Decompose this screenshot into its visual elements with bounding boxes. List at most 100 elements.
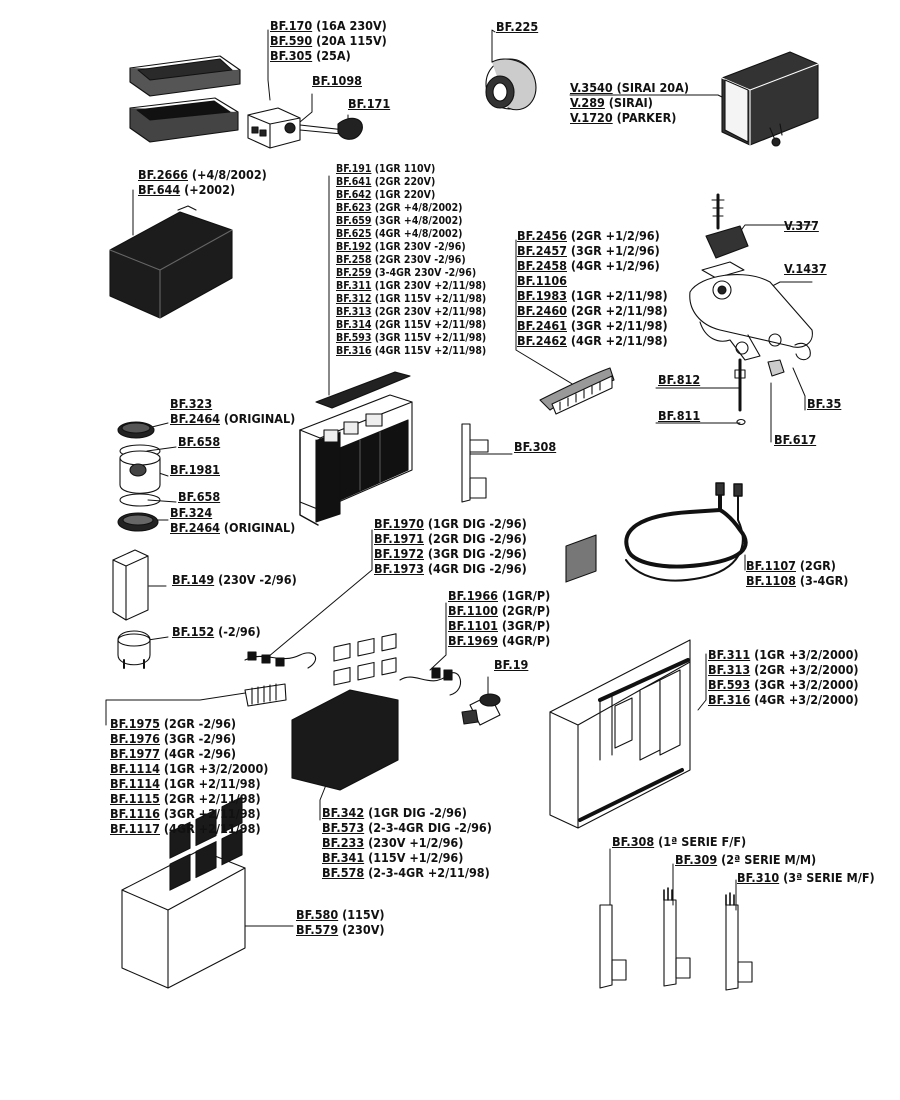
part-code: BF.312 bbox=[336, 293, 372, 305]
part-description: (3GR +3/2/2000) bbox=[750, 677, 859, 692]
part-label-row: BF.191 (1GR 110V) bbox=[336, 163, 486, 176]
part-code: BF.311 bbox=[336, 280, 372, 292]
part-code: BF.35 bbox=[807, 396, 842, 411]
part-description: (3GR +2/11/98) bbox=[567, 318, 668, 333]
boiler-cap-drawing bbox=[485, 58, 537, 111]
part-label-row: BF.308 bbox=[514, 439, 556, 454]
part-label-row: BF.593 (3GR 115V +2/11/98) bbox=[336, 332, 486, 345]
part-description: (1GR +3/2/2000) bbox=[750, 647, 859, 662]
part-description: (2GR) bbox=[796, 558, 836, 573]
part-label-row: BF.19 bbox=[494, 657, 528, 672]
part-label-row: BF.1116 (3GR +2/11/98) bbox=[110, 806, 268, 821]
part-label-row: BF.1972 (3GR DIG -2/96) bbox=[374, 546, 527, 561]
part-label-row: BF.1106 bbox=[517, 273, 668, 288]
part-label-row: BF.1115 (2GR +2/11/98) bbox=[110, 791, 268, 806]
part-description: (1ª SERIE F/F) bbox=[654, 834, 747, 849]
part-description: (+4/8/2002) bbox=[188, 167, 267, 182]
part-description: (4GR/P) bbox=[498, 633, 551, 648]
part-code: BF.573 bbox=[322, 820, 365, 835]
part-code: BF.316 bbox=[708, 692, 751, 707]
label-group: V.377 bbox=[784, 218, 819, 233]
part-code: BF.1973 bbox=[374, 561, 424, 576]
part-code: BF.2457 bbox=[517, 243, 567, 258]
part-code: BF.1116 bbox=[110, 806, 160, 821]
label-group: BF.342 (1GR DIG -2/96)BF.573 (2-3-4GR DI… bbox=[322, 805, 492, 880]
part-label-row: BF.316 (4GR 115V +2/11/98) bbox=[336, 345, 486, 358]
part-code: BF.1106 bbox=[517, 273, 567, 288]
part-description: (1GR 220V) bbox=[371, 189, 436, 201]
part-description: (2-3-4GR DIG -2/96) bbox=[364, 820, 492, 835]
control-board-drawing bbox=[549, 534, 691, 829]
part-code: BF.1100 bbox=[448, 603, 498, 618]
part-description: (2-3-4GR +2/11/98) bbox=[364, 865, 490, 880]
part-description: (+2002) bbox=[180, 182, 236, 197]
part-description: (2GR +4/8/2002) bbox=[371, 202, 463, 214]
part-code: V.1720 bbox=[570, 110, 613, 125]
part-code: BF.324 bbox=[170, 505, 213, 520]
part-label-row: BF.259 (3-4GR 230V -2/96) bbox=[336, 267, 486, 280]
part-description: (3-4GR) bbox=[796, 573, 849, 588]
part-label-row: BF.152 (-2/96) bbox=[172, 624, 261, 639]
part-description: (2GR 230V +2/11/98) bbox=[371, 306, 487, 318]
part-label-row: BF.342 (1GR DIG -2/96) bbox=[322, 805, 492, 820]
part-description: (4GR +1/2/96) bbox=[567, 258, 660, 273]
part-code: BF.1966 bbox=[448, 588, 498, 603]
label-group: BF.658 bbox=[178, 489, 220, 504]
label-group: BF.617 bbox=[774, 432, 816, 447]
part-code: V.289 bbox=[570, 95, 605, 110]
part-label-row: BF.580 (115V) bbox=[296, 907, 385, 922]
label-group: BF.2666 (+4/8/2002)BF.644 (+2002) bbox=[138, 167, 267, 197]
part-code: BF.1114 bbox=[110, 776, 160, 791]
part-code: BF.170 bbox=[270, 18, 313, 33]
part-description: (230V -2/96) bbox=[214, 572, 297, 587]
part-description: (-2/96) bbox=[214, 624, 261, 639]
label-group: BF.811 bbox=[658, 408, 700, 423]
label-group: BF.309 (2ª SERIE M/M) bbox=[675, 852, 816, 867]
part-label-row: V.1720 (PARKER) bbox=[570, 110, 689, 125]
part-description: (4GR +2/11/98) bbox=[160, 821, 261, 836]
part-code: BF.323 bbox=[170, 396, 213, 411]
pressure-switch-drawing bbox=[721, 51, 819, 147]
part-code: BF.314 bbox=[336, 319, 372, 331]
part-label-row: BF.258 (2GR 230V -2/96) bbox=[336, 254, 486, 267]
part-code: BF.1108 bbox=[746, 573, 796, 588]
part-code: BF.1107 bbox=[746, 558, 796, 573]
part-code: BF.2461 bbox=[517, 318, 567, 333]
part-label-row: BF.311 (1GR +3/2/2000) bbox=[708, 647, 859, 662]
part-code: BF.19 bbox=[494, 657, 529, 672]
part-description: (115V) bbox=[338, 907, 385, 922]
part-code: BF.1983 bbox=[517, 288, 567, 303]
part-label-row: BF.310 (3ª SERIE M/F) bbox=[737, 870, 875, 885]
part-code: BF.578 bbox=[322, 865, 365, 880]
part-label-row: BF.1973 (4GR DIG -2/96) bbox=[374, 561, 527, 576]
part-code: V.377 bbox=[784, 218, 819, 233]
part-code: BF.316 bbox=[336, 345, 372, 357]
part-description: (3GR/P) bbox=[498, 618, 551, 633]
part-description: (115V +1/2/96) bbox=[364, 850, 464, 865]
part-description: (1GR 230V +2/11/98) bbox=[371, 280, 487, 292]
label-group: BF.171 bbox=[348, 96, 390, 111]
part-description: (2GR +3/2/2000) bbox=[750, 662, 859, 677]
part-label-row: BF.233 (230V +1/2/96) bbox=[322, 835, 492, 850]
part-label-row: BF.311 (1GR 230V +2/11/98) bbox=[336, 280, 486, 293]
part-description: (4GR DIG -2/96) bbox=[424, 561, 527, 576]
part-description: (20A 115V) bbox=[312, 33, 387, 48]
part-label-row: BF.573 (2-3-4GR DIG -2/96) bbox=[322, 820, 492, 835]
part-label-row: BF.644 (+2002) bbox=[138, 182, 267, 197]
part-code: BF.311 bbox=[708, 647, 751, 662]
part-label-row: BF.658 bbox=[178, 489, 220, 504]
part-label-row: BF.225 bbox=[496, 19, 538, 34]
part-label-row: BF.171 bbox=[348, 96, 390, 111]
part-label-row: BF.593 (3GR +3/2/2000) bbox=[708, 677, 859, 692]
part-code: BF.313 bbox=[708, 662, 751, 677]
part-code: BF.625 bbox=[336, 228, 372, 240]
part-description: (1GR +2/11/98) bbox=[160, 776, 261, 791]
part-label-row: BF.324 bbox=[170, 505, 295, 520]
part-code: BF.149 bbox=[172, 572, 215, 587]
terminal-block-drawing bbox=[121, 796, 246, 989]
part-label-row: BF.1969 (4GR/P) bbox=[448, 633, 550, 648]
part-code: BF.2464 bbox=[170, 411, 220, 426]
part-code: BF.2666 bbox=[138, 167, 188, 182]
part-label-row: BF.659 (3GR +4/8/2002) bbox=[336, 215, 486, 228]
part-description: (3GR DIG -2/96) bbox=[424, 546, 527, 561]
